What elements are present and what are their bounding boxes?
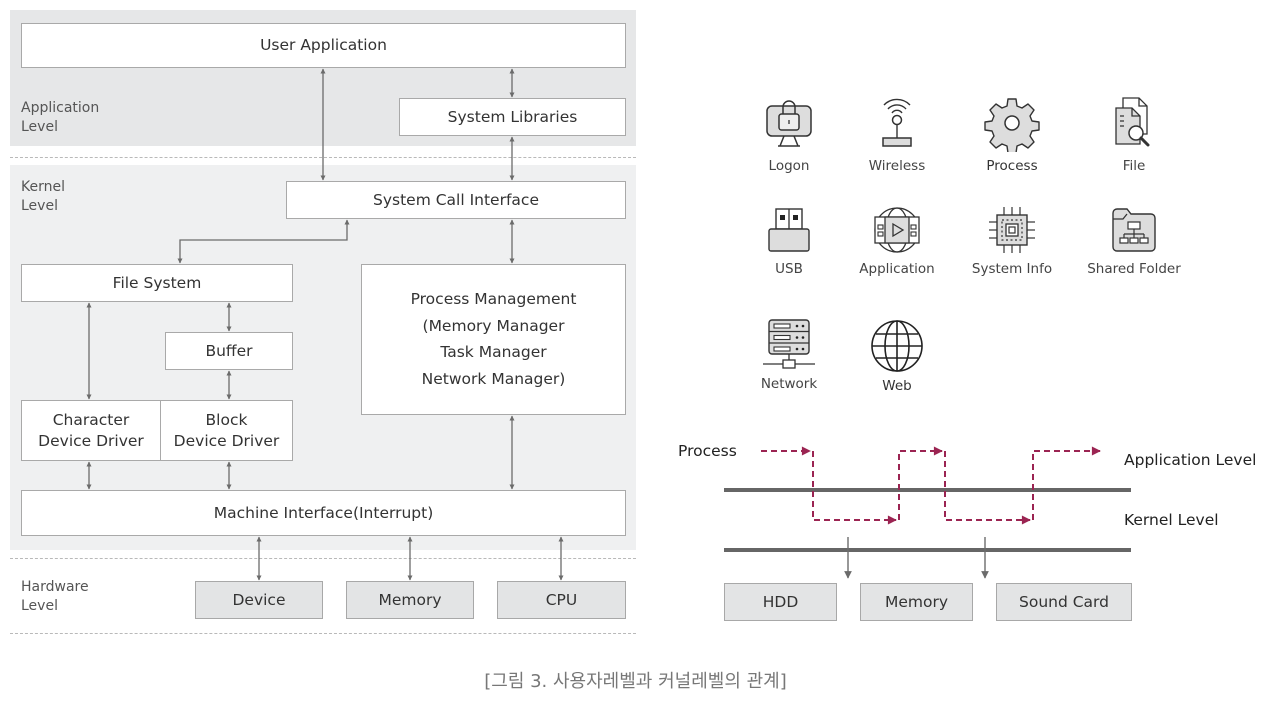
web-globe-icon [871, 320, 923, 372]
system-info-chip-icon [989, 207, 1035, 253]
icon-item-file: File [1074, 96, 1194, 174]
character-device-driver-box: Character Device Driver [21, 400, 161, 461]
network-server-icon [763, 319, 815, 369]
icon-item-wireless: Wireless [837, 96, 957, 174]
buffer-box: Buffer [165, 332, 293, 370]
device-hdd-box: HDD [724, 583, 837, 621]
device-sound-card-box: Sound Card [996, 583, 1132, 621]
application-icon [874, 207, 920, 253]
icon-item-shared-folder: Shared Folder [1074, 205, 1194, 277]
process-path-segment [1032, 446, 1101, 520]
application-level-label: Application Level [21, 100, 100, 135]
process-gear-icon [984, 98, 1040, 152]
icon-item-network: Network [729, 318, 849, 392]
kernel-level-flow-label: Kernel Level [1124, 511, 1219, 529]
hardware-memory-box: Memory [346, 581, 474, 619]
level-divider [10, 633, 636, 634]
process-path-segment [898, 446, 943, 520]
hardware-device-box: Device [195, 581, 323, 619]
block-device-driver-box: Block Device Driver [160, 400, 293, 461]
hardware-level-label: Hardware Level [21, 579, 89, 614]
shared-folder-icon [1112, 208, 1156, 252]
icon-item-process: Process [952, 96, 1072, 174]
system-call-interface-box: System Call Interface [286, 181, 626, 219]
icon-item-application: Application [837, 205, 957, 277]
process-management-box: Process Management (Memory Manager Task … [361, 264, 626, 415]
usb-icon [768, 208, 810, 252]
hardware-cpu-box: CPU [497, 581, 626, 619]
application-level-flow-label: Application Level [1124, 451, 1257, 469]
figure-caption: [그림 3. 사용자레벨과 커널레벨의 관계] [484, 671, 787, 692]
file-system-box: File System [21, 264, 293, 302]
wireless-icon [882, 98, 912, 147]
process-path-segment [812, 451, 897, 525]
icon-item-logon: Logon [729, 96, 849, 174]
process-path-segment [944, 451, 1031, 525]
process-label: Process [678, 442, 737, 460]
level-divider [10, 558, 636, 559]
machine-interface-box: Machine Interface(Interrupt) [21, 490, 626, 536]
file-search-icon [1115, 97, 1150, 147]
icon-item-system-info: System Info [952, 205, 1072, 277]
kernel-level-label: Kernel Level [21, 179, 65, 214]
level-divider [10, 157, 636, 158]
user-application-box: User Application [21, 23, 626, 68]
icon-item-usb: USB [729, 205, 849, 277]
system-libraries-box: System Libraries [399, 98, 626, 136]
device-memory-box: Memory [860, 583, 973, 621]
logon-icon [766, 100, 812, 147]
icon-item-web: Web [837, 318, 957, 394]
